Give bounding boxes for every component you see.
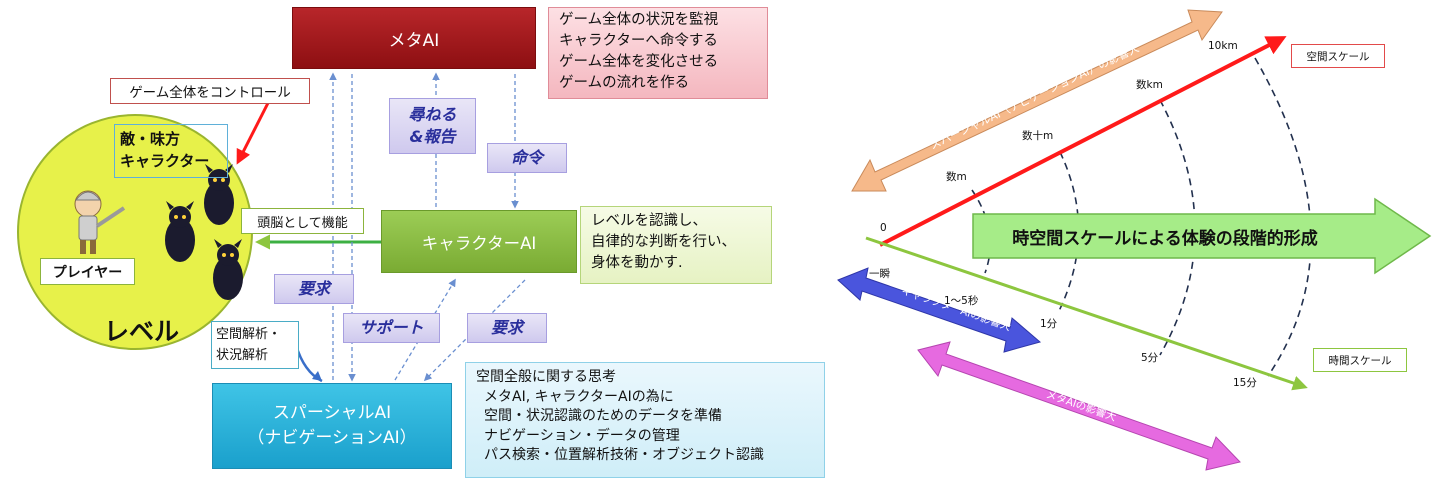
spatial-desc-line: ナビゲーション・データの管理 (484, 427, 680, 444)
meta-desc-line: キャラクターへ命令する (559, 33, 718, 49)
spatial-tick: 10km (1208, 40, 1238, 52)
spatial-scale-text: 空間スケール (1306, 50, 1370, 63)
analysis-label: 空間解析・ 状況解析 (211, 321, 299, 369)
player-figure (74, 190, 126, 254)
experience-arrow (972, 197, 1432, 275)
player-label-text: プレイヤー (52, 264, 123, 281)
order-tag-text: 命令 (510, 148, 543, 167)
time-scale-text: 時間スケール (1328, 354, 1392, 367)
enemy-ally-label: 敵・味方 キャラクター (114, 124, 228, 178)
time-scale-line (865, 236, 1308, 391)
spatial-desc-line: 空間全般に関する思考 (476, 369, 616, 385)
meta-desc-line: ゲーム全体を変化させる (559, 54, 719, 70)
ask-report-tag: 尋ねる &報告 (389, 98, 476, 154)
character-ai-description: レベルを認識し、 自律的な判断を行い、 身体を動かす. (580, 206, 772, 284)
character-ai-influence-arrow (837, 267, 1042, 353)
spatial-ai-influence-arrow (851, 9, 1223, 192)
enemy-figure-bottom (213, 239, 243, 300)
time-tick: 1分 (1040, 318, 1058, 330)
level-label: レベル (104, 317, 180, 346)
time-tick: 一瞬 (869, 268, 890, 280)
experience-arrow-label: 時空間スケールによる体験の段階的形成 (1012, 228, 1318, 249)
spatial-desc-line: メタAI, キャラクターAIの為に (484, 388, 674, 405)
spatial-tick: 数十m (1022, 130, 1054, 142)
character-desc-line: 身体を動かす. (591, 255, 683, 271)
time-tick: 5分 (1141, 352, 1159, 364)
character-ai-box: キャラクターAI (381, 210, 577, 273)
control-arrow (236, 102, 270, 165)
support-tag: サポート (343, 313, 440, 343)
order-tag: 命令 (487, 143, 567, 173)
spatial-scale-line (879, 36, 1287, 247)
analysis-label-line: 空間解析・ (216, 327, 282, 342)
brain-label-text: 頭脳として機能 (257, 215, 348, 231)
spatial-ai-subtitle: （ナビゲーションAI） (247, 428, 417, 448)
enemy-figure-left (165, 201, 195, 262)
meta-ai-box: メタAI (292, 7, 536, 69)
request-tag-left-text: 要求 (297, 279, 330, 298)
control-label: ゲーム全体をコントロール (110, 78, 310, 104)
time-tick: 15分 (1233, 377, 1257, 389)
request-tag-right: 要求 (467, 313, 547, 343)
character-desc-line: レベルを認識し、 (591, 213, 707, 229)
spatial-ai-description: 空間全般に関する思考 メタAI, キャラクターAIの為に 空間・状況認識のための… (465, 362, 825, 478)
spatial-scale-label: 空間スケール (1291, 44, 1385, 68)
meta-desc-line: ゲーム全体の状況を監視 (559, 12, 719, 28)
meta-ai-description: ゲーム全体の状況を監視 キャラクターへ命令する ゲーム全体を変化させる ゲームの… (548, 7, 768, 99)
time-scale-label: 時間スケール (1313, 348, 1407, 372)
enemy-figure-top (204, 164, 234, 225)
support-tag-text: サポート (359, 318, 424, 337)
request-tag-left: 要求 (274, 274, 354, 304)
spatial-tick: 数km (1136, 79, 1163, 91)
control-label-text: ゲーム全体をコントロール (129, 85, 291, 101)
request-tag-right-text: 要求 (490, 318, 523, 337)
time-tick: 1～5秒 (944, 295, 979, 307)
meta-ai-influence-arrow (917, 341, 1241, 471)
ask-report-line: &報告 (409, 127, 456, 146)
spatial-ai-title: スパーシャルAI (272, 403, 392, 423)
meta-ai-influence-text: メタAIの影響大 (1044, 388, 1118, 424)
spatial-tick: 数m (946, 171, 967, 183)
meta-ai-title: メタAI (388, 30, 440, 51)
analysis-label-line: 状況解析 (216, 348, 269, 363)
ask-report-line: 尋ねる (408, 105, 457, 124)
character-desc-line: 自律的な判断を行い、 (591, 234, 736, 250)
enemy-label-line: キャラクター (120, 152, 210, 170)
player-label: プレイヤー (40, 258, 135, 285)
spatial-desc-line: パス検索・位置解析技術・オブジェクト認識 (484, 447, 764, 463)
origin-label: 0 (880, 222, 887, 234)
meta-desc-line: ゲームの流れを作る (559, 75, 690, 91)
character-ai-title: キャラクターAI (421, 233, 537, 253)
spatial-ai-box: スパーシャルAI （ナビゲーションAI） (212, 383, 452, 469)
brain-label: 頭脳として機能 (241, 208, 364, 234)
spatial-desc-line: 空間・状況認識のためのデータを準備 (484, 408, 722, 424)
enemy-label-line: 敵・味方 (120, 130, 181, 148)
